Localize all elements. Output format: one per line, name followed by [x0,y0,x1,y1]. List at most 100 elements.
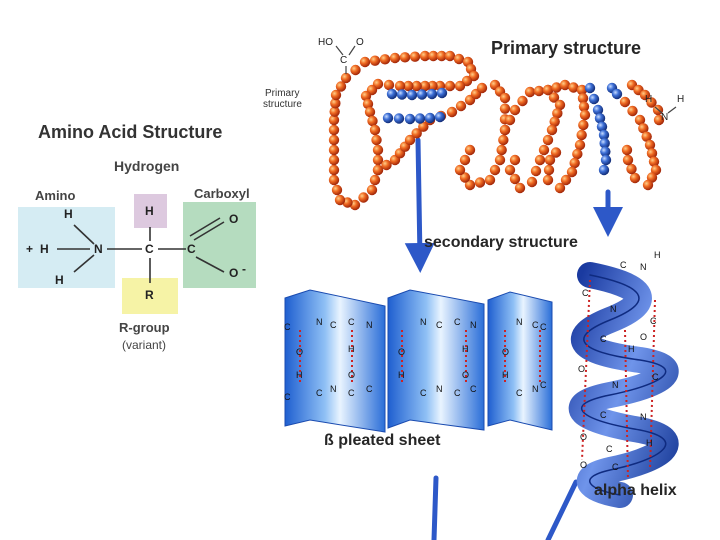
red-bead [460,155,470,165]
svg-text:H: H [502,370,509,380]
red-bead [535,155,545,165]
pleated-sheet: NCCN NCCN NC OHOHO HOHOH CNCC CNCC CN CC… [284,290,552,432]
red-bead [630,173,640,183]
red-bead [517,96,527,106]
svg-text:C: C [540,380,547,390]
red-bead [527,177,537,187]
blue-bead [405,114,415,124]
svg-text:C: C [532,320,539,330]
red-bead [371,135,381,145]
blue-bead [427,89,437,99]
red-bead [539,145,549,155]
red-bead [455,165,465,175]
red-bead [547,125,557,135]
svg-text:H: H [462,344,469,354]
svg-text:C: C [606,444,613,454]
red-bead [576,130,586,140]
blue-bead [601,155,611,165]
svg-text:N: N [612,380,619,390]
red-bead [400,52,410,62]
red-bead [332,185,342,195]
atom-r: R [145,288,154,302]
atom-minus: - [242,262,246,276]
variant-label: (variant) [122,338,166,352]
red-bead [390,53,400,63]
atom-h-amino-top: H [64,207,73,221]
red-bead [531,166,541,176]
svg-text:C: C [348,388,355,398]
red-bead [572,149,582,159]
svg-text:C: C [284,392,291,402]
red-bead [358,192,368,202]
red-bead [580,110,590,120]
red-bead [510,174,520,184]
red-bead [329,135,339,145]
red-bead [329,165,339,175]
red-bead [627,106,637,116]
red-bead [534,86,544,96]
red-bead [329,125,339,135]
svg-text:C: C [620,260,627,270]
svg-text:C: C [366,384,373,394]
red-bead [643,180,653,190]
red-bead [410,51,420,61]
atom-h-hydrogen: H [145,204,154,218]
svg-text:N: N [610,304,617,314]
red-bead [623,155,633,165]
atom-h-left: H [40,242,49,256]
svg-text:N: N [366,320,373,330]
n-term-ho: HO [318,37,333,48]
svg-text:C: C [650,316,657,326]
svg-text:N: N [420,317,427,327]
svg-text:H: H [646,438,653,448]
svg-text:N: N [516,317,523,327]
svg-text:C: C [600,334,607,344]
primary-structure-title: Primary structure [491,38,641,59]
blue-bead [415,113,425,123]
red-bead [510,105,520,115]
svg-text:C: C [420,388,427,398]
carboxyl-label: Carboxyl [194,186,250,201]
svg-text:N: N [640,412,647,422]
svg-text:C: C [582,288,589,298]
rgroup-label: R-group [119,320,170,335]
atom-n: N [94,242,103,256]
svg-text:C: C [612,462,619,472]
red-bead [370,55,380,65]
blue-bead [417,89,427,99]
red-bead [500,93,510,103]
red-bead [350,65,360,75]
red-bead [525,87,535,97]
svg-text:C: C [316,388,323,398]
red-bead [622,145,632,155]
svg-text:N: N [316,317,323,327]
red-bead [329,145,339,155]
svg-text:H: H [398,370,405,380]
red-bead [620,97,630,107]
blue-bead [407,90,417,100]
atom-o-top: O [229,212,238,226]
red-bead [500,103,510,113]
red-bead [569,158,579,168]
red-bead [485,175,495,185]
svg-text:H: H [628,344,635,354]
blue-bead [585,83,595,93]
n-term-o: O [356,37,364,48]
red-bead [367,185,377,195]
pleated-sheet-title: ß pleated sheet [324,432,440,450]
red-bead [365,107,375,117]
hydrogen-label: Hydrogen [114,158,179,174]
svg-text:C: C [436,320,443,330]
svg-text:H: H [296,370,303,380]
primary-side-label-1: Primary [265,88,299,99]
primary-side-label-2: structure [263,99,302,110]
red-bead [575,140,585,150]
red-bead [505,165,515,175]
red-bead [454,54,464,64]
red-bead [515,183,525,193]
alpha-helix-title: alpha helix [594,482,677,500]
red-bead [578,120,588,130]
svg-text:N: N [470,320,477,330]
svg-text:N: N [532,384,539,394]
svg-text:N: N [436,384,443,394]
